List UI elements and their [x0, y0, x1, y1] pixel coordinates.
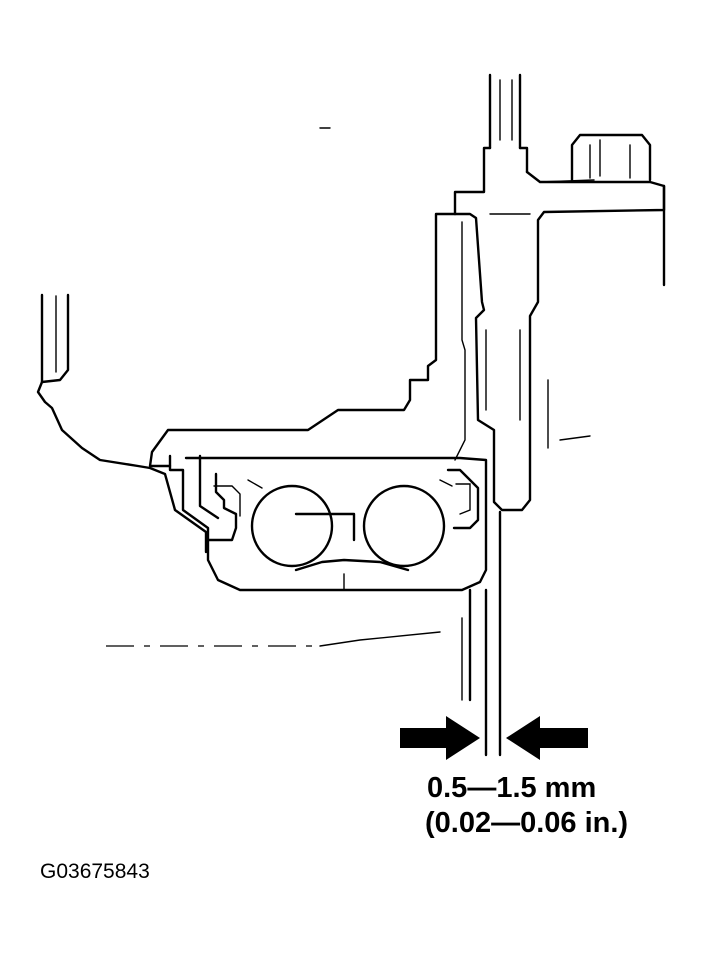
- center-lines: [106, 127, 441, 647]
- clearance-gap: [461, 510, 502, 757]
- measurement-imperial: (0.02—0.06 in.): [425, 807, 628, 839]
- bracket: [148, 170, 666, 512]
- right-arrow-icon: [506, 716, 588, 760]
- figure-code: G03675843: [40, 860, 150, 883]
- measurement-metric: 0.5—1.5 mm: [427, 772, 596, 804]
- bolt-head: [570, 133, 652, 182]
- measurement-arrows: [400, 716, 588, 760]
- shaft: [453, 73, 529, 216]
- left-arrow-icon: [400, 716, 480, 760]
- bearing-assembly: [168, 454, 488, 592]
- housing-wall: [36, 293, 208, 554]
